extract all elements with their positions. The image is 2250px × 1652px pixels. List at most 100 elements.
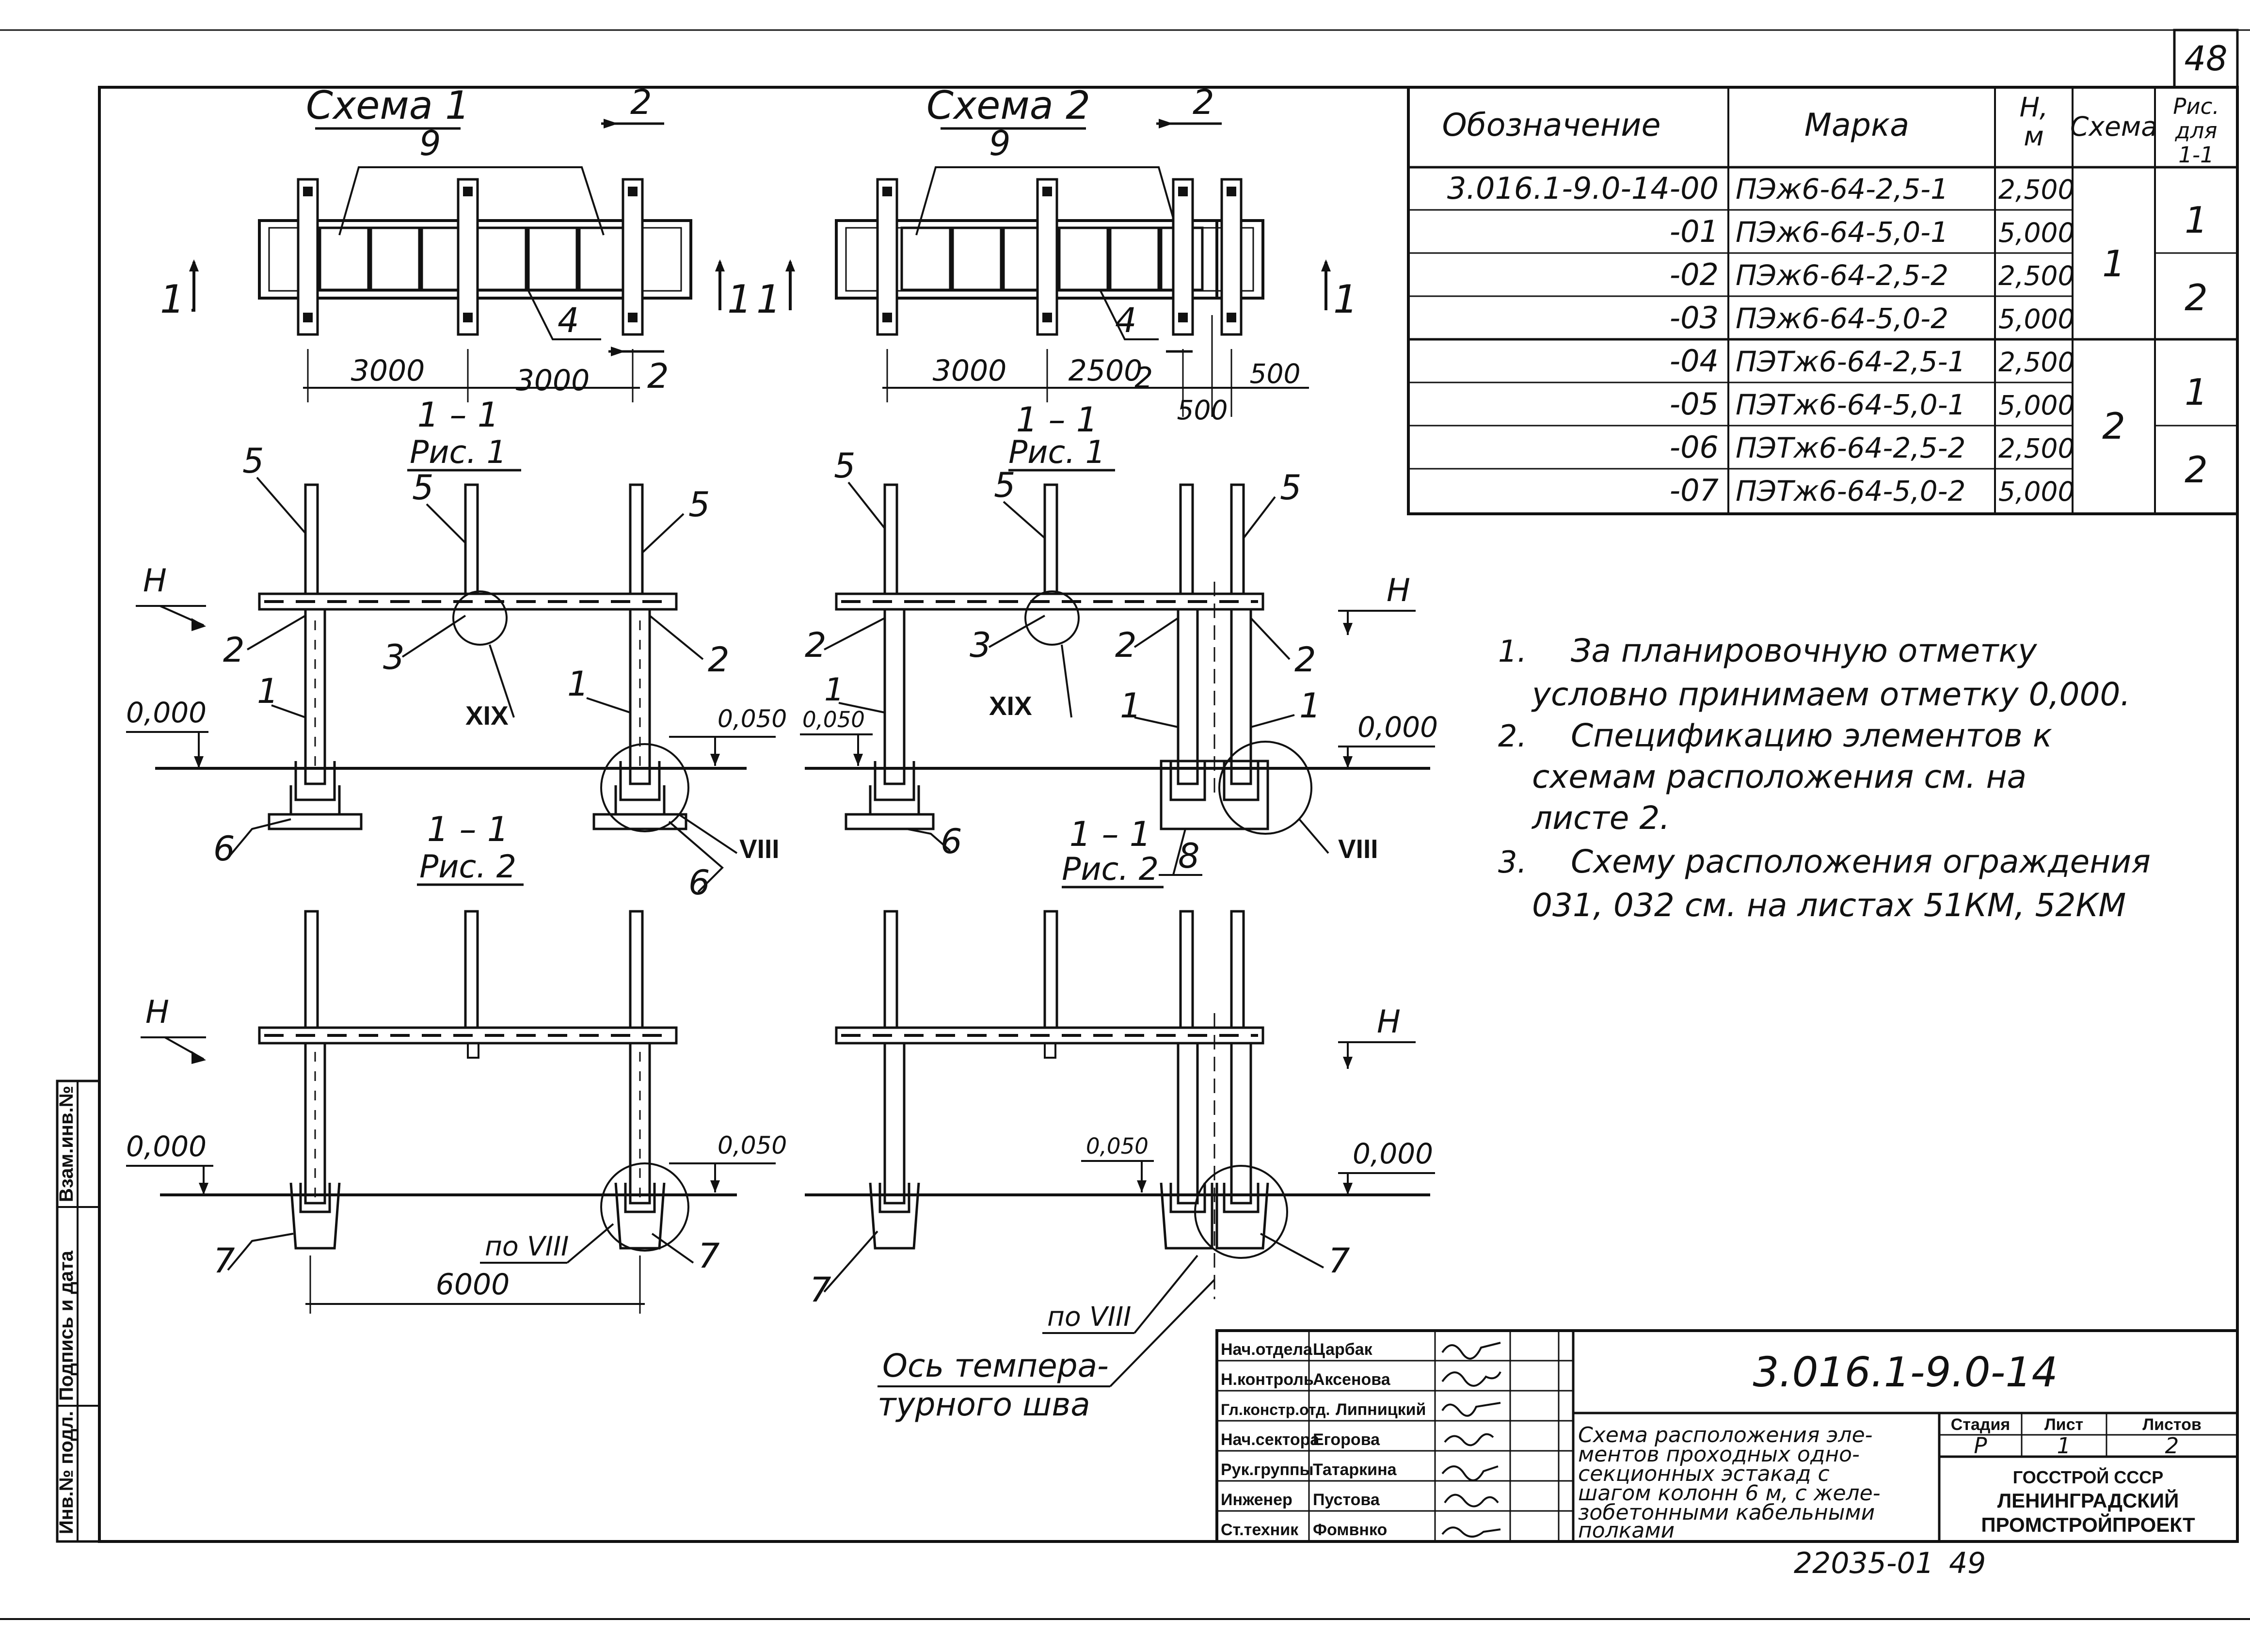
section-b-label-1c: 1 [1299,686,1321,726]
desc-line-2: секционных эстакад с [1578,1461,1830,1486]
scheme-1-section-bottom: 2 [647,356,669,396]
section-b-label-2b: 2 [1115,625,1137,665]
spec-h: 5,000 [1998,390,2074,421]
spec-row-6: -06 ПЭТж6-64-2,5-2 2,500 [1670,429,2075,465]
title-block-people: Нач.отдела Царбак Н.контроль Аксенова Гл… [1221,1340,1426,1539]
section-a-zero: 0,000 [126,696,207,729]
scheme-1-side-right: 1 [727,277,752,322]
name-5: Пустова [1313,1491,1380,1509]
section-b-label-2a: 2 [805,625,827,665]
org-line-2: ПРОМСТРОЙПРОЕКТ [1981,1513,2195,1536]
side-stamp-sign: Подпись и дата [56,1250,77,1401]
spec-h: 5,000 [1998,303,2074,334]
note-1-line-1: За планировочную отметку [1571,632,2037,669]
spec-designation: -01 [1670,214,1719,249]
section-c-h: H [145,994,169,1031]
spec-h: 2,500 [1998,174,2074,205]
section-c-level: 0,050 [718,1131,787,1160]
spec-header-designation: Обозначение [1442,107,1660,143]
section-b-label-2c: 2 [1294,640,1316,680]
name-3: Егорова [1313,1430,1380,1449]
footer-code: 22035-01 [1794,1546,1934,1580]
sheet-header: Лист [2044,1415,2083,1434]
section-c-callout: по VIII [485,1231,569,1262]
spec-header-h: H, [2020,92,2048,123]
spec-h: 2,500 [1998,347,2074,378]
spec-row-4: -04 ПЭТж6-64-2,5-1 2,500 [1670,343,2075,379]
desc-line-4: зобетонными кабельными [1578,1500,1875,1525]
scheme-2-dim-2: 500 [1177,395,1228,426]
spec-header-section: 1-1 [2178,142,2214,168]
org-line-1: ЛЕНИНГРАДСКИЙ [1997,1489,2179,1512]
section-d-h: H [1377,1004,1401,1040]
sheets-header: Листов [2142,1415,2202,1434]
scheme-1-section-top: 2 [630,82,652,122]
spec-fig-2: 1 [2185,371,2208,413]
sheet-frame: 48 [0,29,2250,1620]
signatures [1441,1342,1501,1538]
spec-designation: -02 [1670,257,1719,292]
scheme-2-section-bottom: 2 [1134,361,1153,395]
title-block: Нач.отдела Царбак Н.контроль Аксенова Гл… [1215,1329,2239,1543]
note-3-line-2: 031, 032 см. на листах 51КМ, 52КМ [1532,887,2126,924]
section-d: 1 – 1 Рис. 2 H 0,000 0,050 [805,814,1435,1423]
section-d-zero: 0,000 [1353,1137,1433,1170]
section-c-subtitle: Рис. 2 [419,849,516,885]
spec-row-3: -03 ПЭж6-64-5,0-2 5,000 [1670,300,2075,335]
desc-line-1: ментов проходных одно- [1578,1442,1860,1467]
section-b-subtitle: Рис. 1 [1008,434,1105,471]
section-d-level: 0,050 [1086,1133,1149,1159]
section-c-title: 1 – 1 [427,810,509,849]
role-6: Ст.техник [1221,1521,1299,1539]
section-c-label-7a: 7 [213,1241,235,1281]
section-b: 1 – 1 Рис. 1 H 0,000 0,050 [800,400,1438,876]
stage-value: Р [1974,1433,1987,1459]
spec-header-mark: Марка [1804,107,1909,143]
scheme-2-dim-1: 2500 [1069,354,1143,388]
section-a-label-6a: 6 [213,829,235,869]
desc-line-5: полками [1578,1518,1675,1543]
scheme-2-dim-0: 3000 [933,354,1007,388]
spec-header-h-unit: м [2024,121,2044,152]
section-c-zero: 0,000 [126,1130,207,1163]
section-b-label-5b: 5 [994,465,1016,505]
spec-mark: ПЭТж6-64-2,5-1 [1736,345,1965,378]
note-3-num: 3. [1498,844,1527,880]
doc-description: Схема расположения эле- ментов проходных… [1578,1423,1881,1543]
note-3-line-1: Схему расположения ограждения [1571,843,2151,880]
role-5: Инженер [1221,1491,1293,1509]
spec-h: 5,000 [1998,217,2074,248]
spec-header-fig: Рис. [2173,94,2219,119]
note-2-line-2: схемам расположения см. на [1532,758,2027,795]
side-stamp-replace: Взам.инв.№ [56,1086,77,1202]
scheme-2-label-4: 4 [1115,301,1137,340]
section-a-subtitle: Рис. 1 [410,434,507,471]
spec-row-5: -05 ПЭТж6-64-5,0-1 5,000 [1670,386,2075,422]
spec-header-for: для [2175,118,2218,143]
scheme-2-side-right: 1 [1333,277,1358,322]
stage-header: Стадия [1951,1415,2010,1434]
org-line-0: ГОССТРОЙ СССР [2013,1467,2163,1487]
spec-h: 2,500 [1998,433,2074,464]
scheme-2-title: Схема 2 [926,83,1090,128]
section-a-callout-xix: XIX [465,700,509,731]
section-d-label-7b: 7 [1328,1241,1350,1281]
scheme-1-dim-1: 3000 [516,364,590,397]
section-b-level: 0,050 [802,707,865,732]
role-1: Н.контроль [1221,1370,1314,1389]
spec-mark: ПЭж6-64-2,5-2 [1736,259,1948,292]
scheme-1-side-left: 1 [160,277,185,322]
spec-mark: ПЭТж6-64-5,0-2 [1736,475,1965,508]
spec-h: 2,500 [1998,260,2074,291]
name-2: Липницкий [1336,1400,1426,1419]
doc-code: 3.016.1-9.0-14 [1753,1349,2058,1397]
scheme-1-title: Схема 1 [306,83,470,128]
scheme-1-plan: Схема 1 9 1 1 2 2 [160,82,752,402]
section-b-label-1b: 1 [1120,686,1142,726]
spec-mark: ПЭж6-64-5,0-1 [1736,216,1948,249]
section-a-label-5a: 5 [242,441,264,481]
spec-table: Обозначение Марка H, м Схема Рис. для 1-… [1407,86,2239,515]
note-2-line-1: Спецификацию элементов к [1571,717,2052,754]
spec-row-7: -07 ПЭТж6-64-5,0-2 5,000 [1670,473,2075,508]
